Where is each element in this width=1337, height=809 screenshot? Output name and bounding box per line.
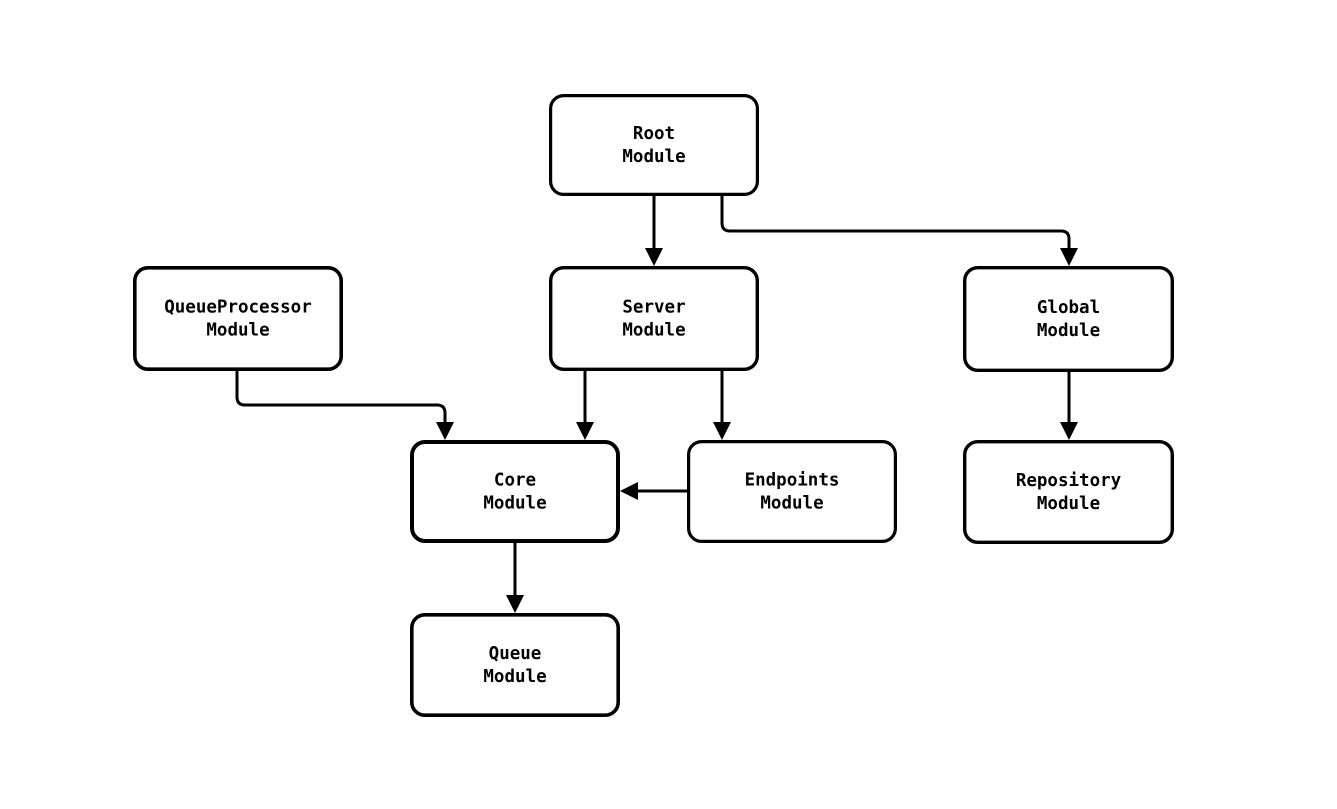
- node-label-line1: Endpoints: [745, 471, 840, 491]
- arrowhead-icon: [1060, 422, 1078, 440]
- edge-line: [720, 196, 1071, 252]
- node-box[interactable]: [686, 440, 897, 544]
- node-box[interactable]: [548, 93, 759, 197]
- node-box[interactable]: [409, 612, 620, 717]
- node-box[interactable]: [549, 266, 760, 372]
- arrowhead-icon: [1060, 248, 1078, 266]
- arrowhead-icon: [645, 248, 663, 266]
- node-label-line2: Module: [760, 494, 823, 514]
- node-label-line1: Global: [1037, 298, 1100, 318]
- edge-root-to-global: [720, 196, 1078, 266]
- edge-root-to-server: [645, 196, 663, 266]
- node-label-line1: QueueProcessor: [164, 298, 312, 318]
- node-label-line2: Module: [1037, 494, 1100, 514]
- node-label-line2: Module: [206, 321, 269, 341]
- edge-global-to-repository: [1060, 372, 1078, 440]
- edge-core-to-queue: [506, 543, 524, 613]
- node-label-line1: Repository: [1016, 471, 1122, 491]
- edges-layer: [235, 196, 1078, 613]
- node-box[interactable]: [133, 265, 343, 371]
- node-label-line2: Module: [483, 494, 546, 514]
- edge-server-to-endpoints: [713, 371, 731, 440]
- node-label-line2: Module: [622, 321, 685, 341]
- arrowhead-icon: [713, 422, 731, 440]
- node-label-line1: Core: [494, 471, 536, 491]
- arrowhead-icon: [436, 422, 454, 440]
- node-label-line1: Root: [633, 124, 675, 144]
- edge-endpoints-to-core: [620, 482, 687, 500]
- node-label-line2: Module: [483, 667, 546, 687]
- arrowhead-icon: [576, 422, 594, 440]
- arrowhead-icon: [620, 482, 638, 500]
- arrowhead-icon: [506, 595, 524, 613]
- node-label-line2: Module: [1037, 321, 1100, 341]
- node-box[interactable]: [410, 440, 620, 543]
- node-label-line2: Module: [622, 147, 685, 167]
- node-label-line1: Server: [622, 298, 685, 318]
- edge-line: [235, 371, 447, 426]
- node-box[interactable]: [963, 440, 1175, 545]
- edge-server-to-core: [576, 371, 594, 440]
- node-label-line1: Queue: [489, 644, 542, 664]
- node-box[interactable]: [963, 266, 1175, 373]
- edge-queueprocessor-to-core: [235, 371, 454, 440]
